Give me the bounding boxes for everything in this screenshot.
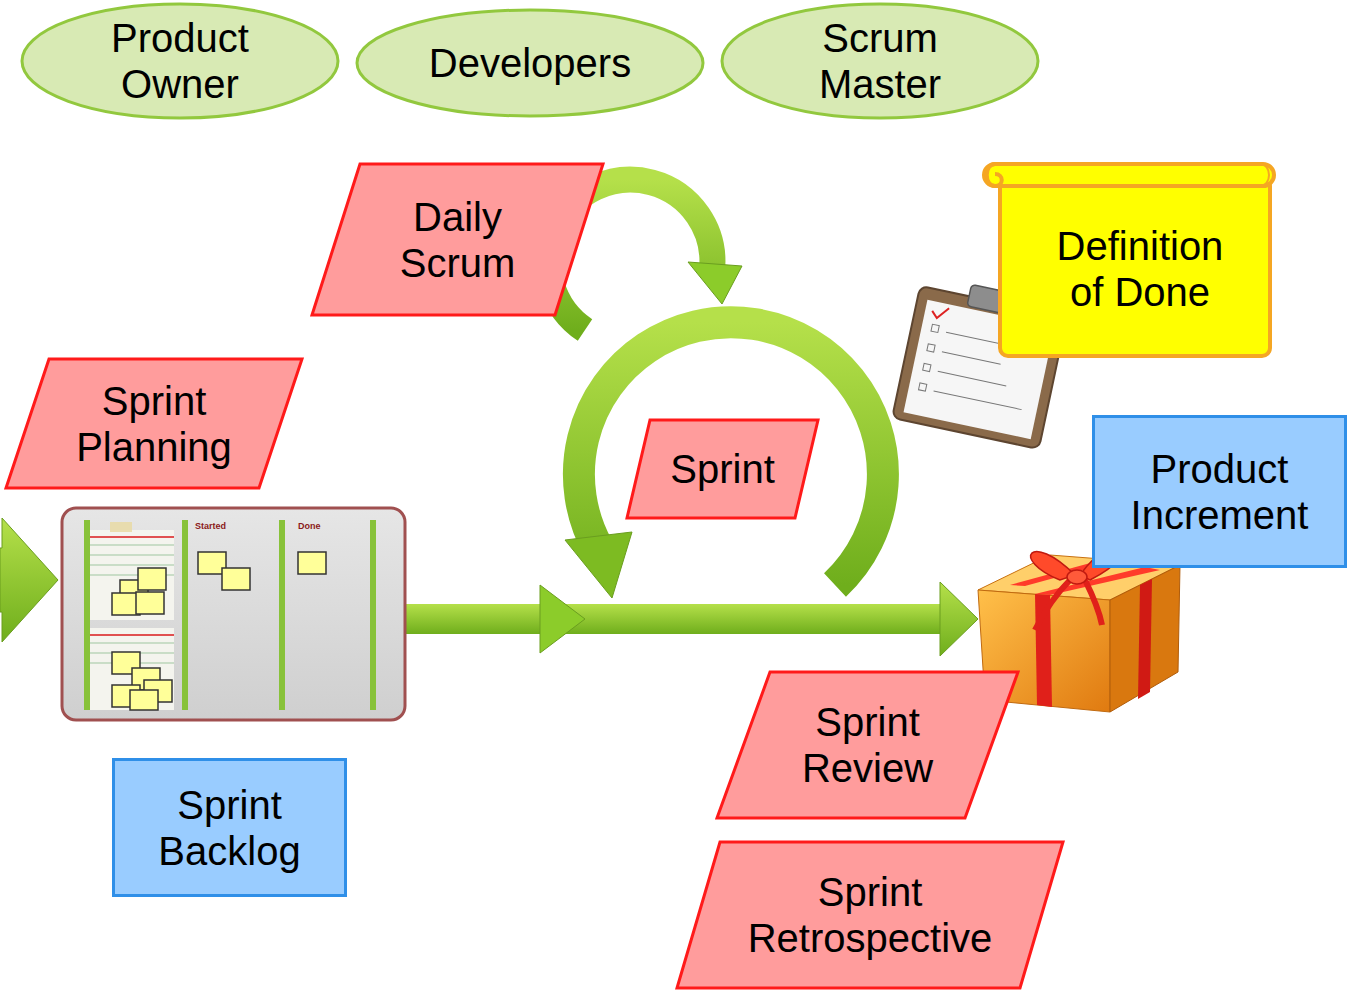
node-label: Sprint Retrospective [735, 869, 1005, 961]
node-label: Sprint [670, 446, 775, 492]
role-ellipse: Product Owner [20, 2, 340, 120]
event-parallelogram-outline [4, 357, 304, 490]
event-parallelogram: Sprint Retrospective [675, 840, 1065, 990]
column-heading: Done [298, 521, 321, 531]
event-parallelogram-outline [715, 670, 1020, 820]
incoming-arrow [0, 518, 58, 642]
event-parallelogram: Daily Scrum [310, 162, 605, 317]
node-label: Daily Scrum [375, 194, 540, 286]
event-parallelogram: Sprint [625, 418, 820, 520]
node-label: Sprint Backlog [122, 782, 337, 874]
event-parallelogram: Sprint Review [715, 670, 1020, 820]
node-label: Product Increment [1102, 446, 1337, 538]
artifact-box-outline [1092, 415, 1347, 568]
artifact-scroll: Definition of Done [980, 160, 1280, 360]
node-label: Product Owner [80, 15, 280, 107]
node-label: Sprint Planning [64, 378, 244, 470]
role-ellipse: Scrum Master [720, 2, 1040, 120]
column-heading: Started [195, 521, 226, 531]
event-parallelogram-outline [675, 840, 1065, 990]
node-label: Scrum Master [780, 15, 980, 107]
artifact-box: Sprint Backlog [112, 758, 347, 897]
sprint-cycle-arrow [565, 322, 883, 598]
node-label: Developers [429, 40, 631, 86]
event-parallelogram: Sprint Planning [4, 357, 304, 490]
artifact-box-outline [112, 758, 347, 897]
role-ellipse: Developers [355, 8, 705, 118]
artifact-box: Product Increment [1092, 415, 1347, 568]
node-label: Definition of Done [1040, 223, 1240, 315]
node-label: Sprint Review [785, 699, 950, 791]
event-parallelogram-outline [310, 162, 605, 317]
flow-arrow [405, 582, 978, 656]
task-board [62, 508, 405, 720]
